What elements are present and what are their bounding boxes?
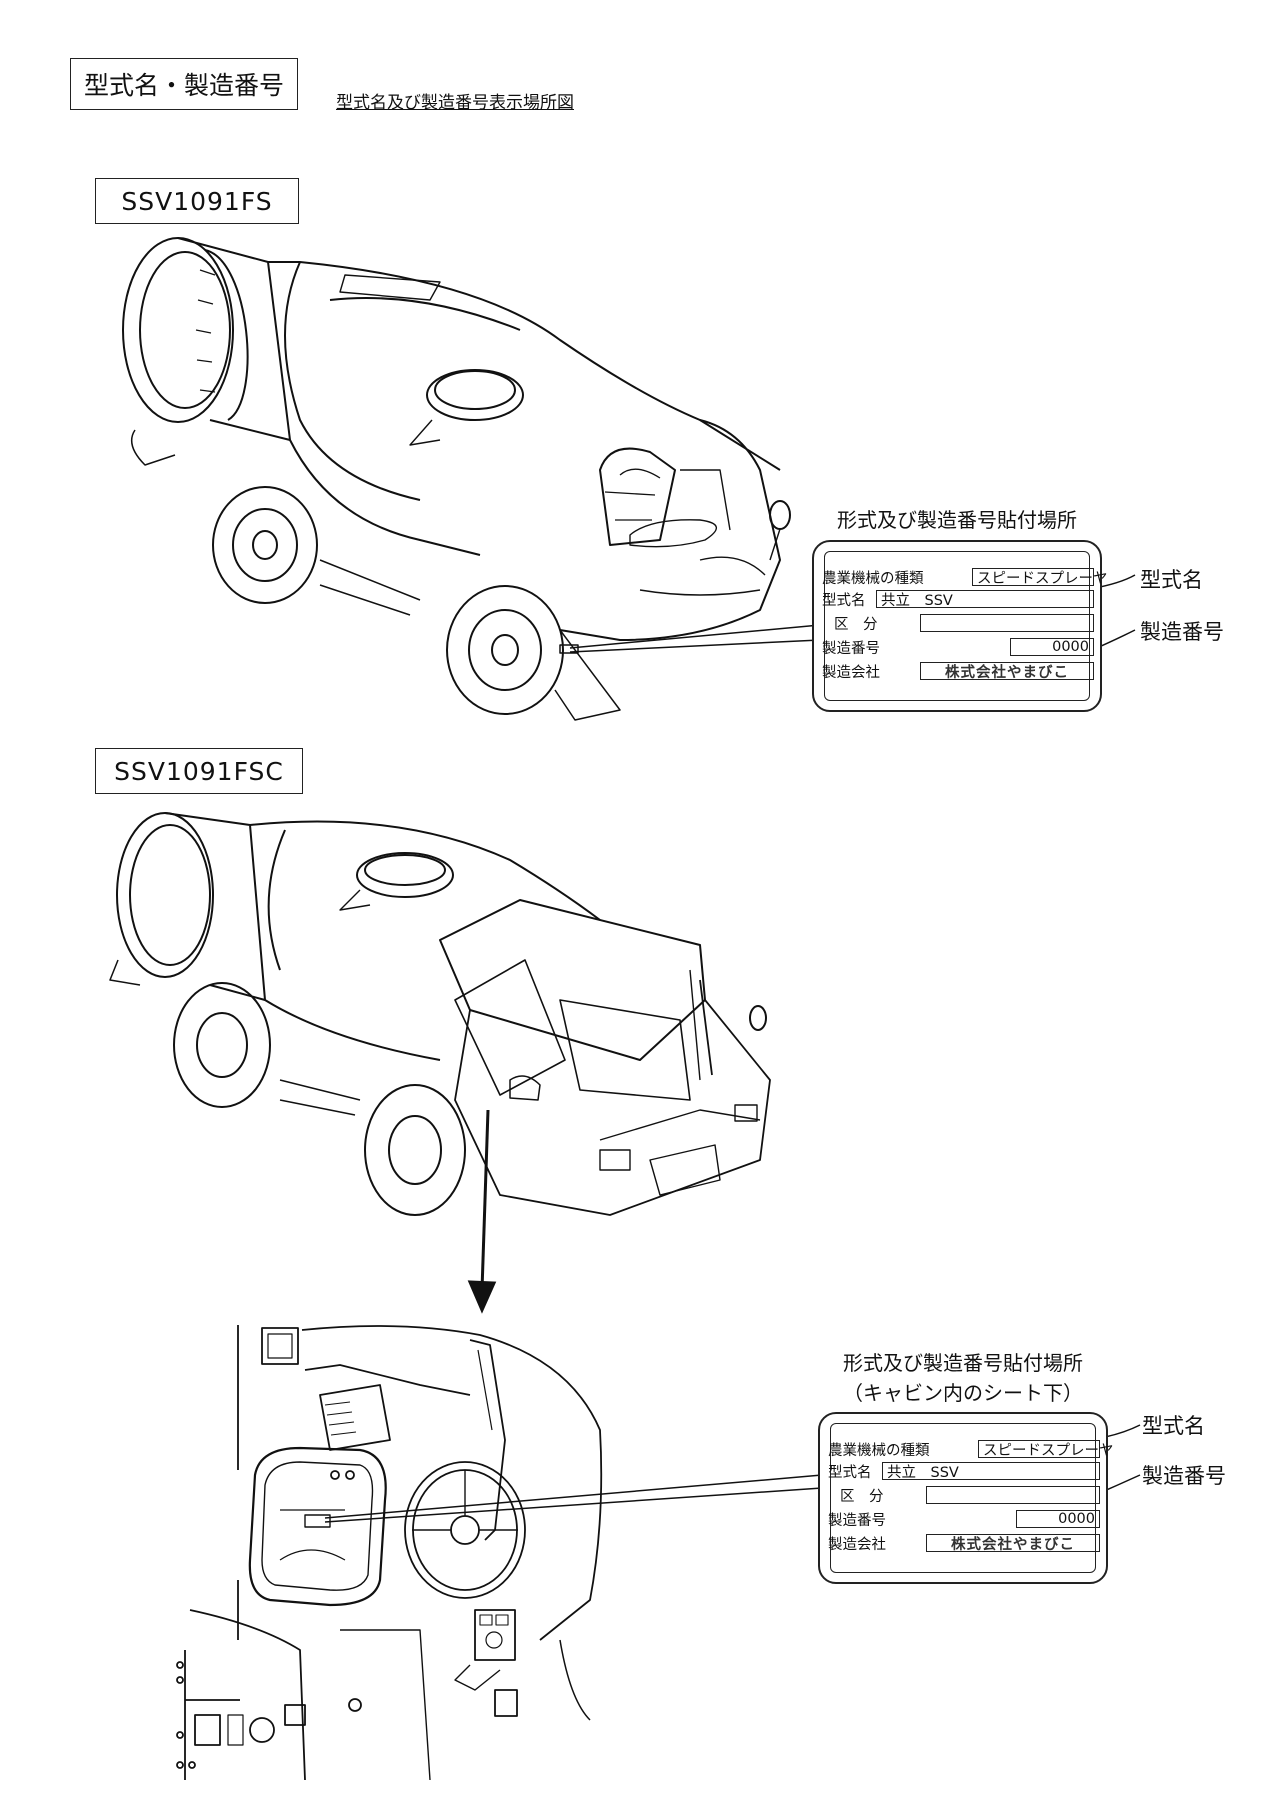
plate-row-model: 型式名 — [822, 588, 866, 610]
plate-label-maker: 製造会社 — [822, 664, 880, 681]
nameplate-inner — [824, 551, 1090, 701]
plate-field-model: 共立 SSV — [876, 590, 1094, 609]
plate-caption-line: （キャビン内のシート下） — [843, 1381, 1083, 1405]
plate-row-type: 農業機械の種類 — [822, 566, 924, 588]
plate-caption-line: 形式及び製造番号貼付場所 — [837, 508, 1077, 532]
plate-label-serial: 製造番号 — [828, 1512, 886, 1529]
plate-field-category — [920, 614, 1094, 632]
plate-label-machine-type: 農業機械の種類 — [822, 570, 924, 587]
callout-model-name-1: 型式名 — [1140, 568, 1203, 592]
model-label-ssv1091fs: SSV1091FS — [95, 178, 299, 224]
plate-label-serial: 製造番号 — [822, 640, 880, 657]
plate-label-category: 区 分 — [834, 616, 878, 633]
plate-label-machine-type: 農業機械の種類 — [828, 1442, 930, 1459]
plate-row-maker: 製造会社 — [828, 1532, 886, 1554]
plate-label-maker: 製造会社 — [828, 1536, 886, 1553]
plate-row-serial: 製造番号 — [822, 636, 880, 658]
plate-field-machine-type: スピードスプレーヤ — [972, 568, 1108, 587]
model-label-ssv1091fsc: SSV1091FSC — [95, 748, 303, 794]
plate-label-model: 型式名 — [828, 1464, 872, 1481]
plate-row-model: 型式名 — [828, 1460, 872, 1482]
plate-row-maker: 製造会社 — [822, 660, 880, 682]
plate-location-caption-2: 形式及び製造番号貼付場所 （キャビン内のシート下） — [818, 1348, 1108, 1408]
page-subtitle: 型式名及び製造番号表示場所図 — [336, 93, 574, 113]
plate-field-maker: 株式会社やまびこ — [926, 1534, 1100, 1553]
plate-row-category: 区 分 — [834, 612, 878, 634]
plate-field-category — [926, 1486, 1100, 1504]
plate-field-serial: 0000 — [1016, 1510, 1100, 1528]
nameplate-2: 農業機械の種類 スピードスプレーヤ 型式名 共立 SSV 区 分 製造番号 00… — [818, 1412, 1114, 1584]
plate-row-serial: 製造番号 — [828, 1508, 886, 1530]
plate-row-category: 区 分 — [840, 1484, 884, 1506]
plate-label-category: 区 分 — [840, 1488, 884, 1505]
plate-field-model: 共立 SSV — [882, 1462, 1100, 1481]
plate-location-caption-1: 形式及び製造番号貼付場所 — [812, 505, 1102, 535]
plate-row-type: 農業機械の種類 — [828, 1438, 930, 1460]
nameplate-inner — [830, 1423, 1096, 1573]
plate-caption-line: 形式及び製造番号貼付場所 — [843, 1351, 1083, 1375]
callout-serial-number-2: 製造番号 — [1142, 1464, 1226, 1488]
section-title: 型式名・製造番号 — [70, 58, 298, 110]
callout-model-name-2: 型式名 — [1142, 1414, 1205, 1438]
plate-field-maker: 株式会社やまびこ — [920, 662, 1094, 681]
callout-serial-number-1: 製造番号 — [1140, 620, 1224, 644]
nameplate-1: 農業機械の種類 スピードスプレーヤ 型式名 共立 SSV 区 分 製造番号 00… — [812, 540, 1108, 712]
plate-field-machine-type: スピードスプレーヤ — [978, 1440, 1114, 1459]
plate-field-serial: 0000 — [1010, 638, 1094, 656]
plate-label-model: 型式名 — [822, 592, 866, 609]
